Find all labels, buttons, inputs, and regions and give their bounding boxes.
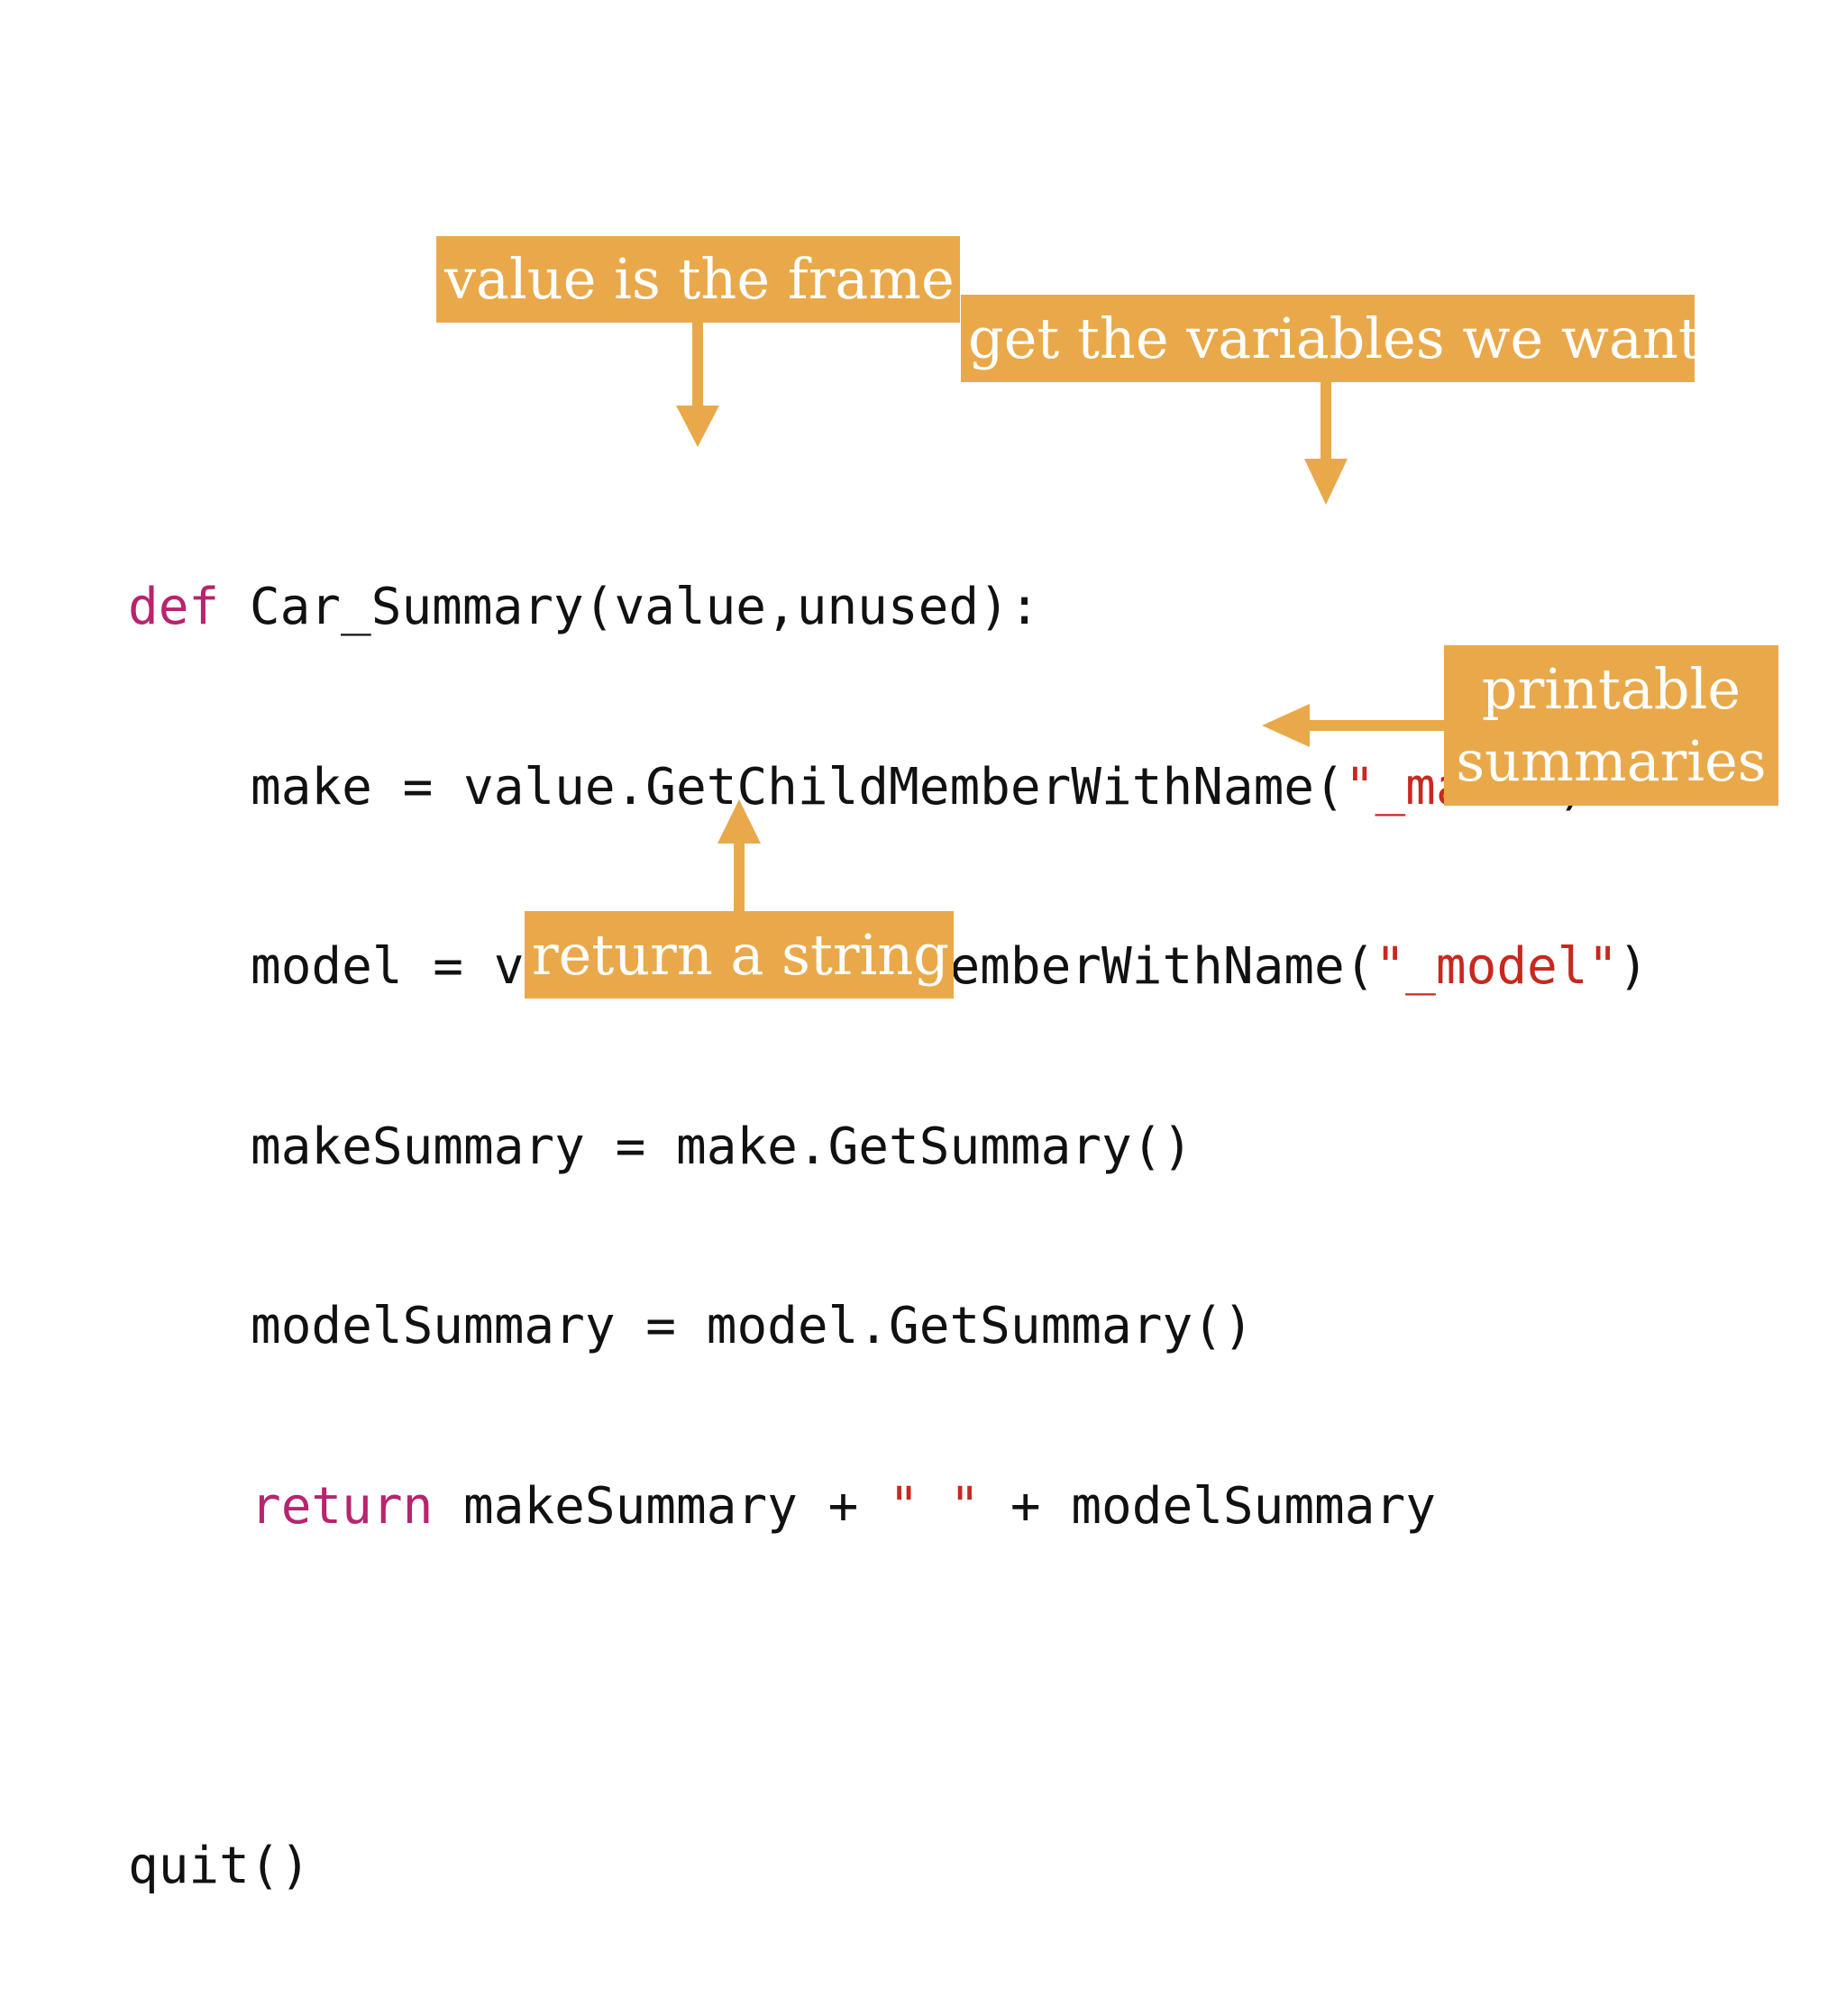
printable-arrow-head — [1262, 704, 1310, 747]
return-arrow-head — [717, 799, 761, 844]
space-string-literal: " " — [889, 1476, 981, 1536]
variables-arrow-head — [1304, 459, 1348, 505]
function-signature: Car_Summary(value,unused): — [219, 578, 1040, 636]
model-close-paren: ) — [1618, 937, 1649, 996]
code-line-def: def Car_Summary(value,unused): — [128, 578, 1649, 638]
return-arrow-shaft — [734, 838, 745, 911]
frame-arrow-head — [676, 406, 719, 447]
make-assignment: make = value.GetChildMemberWithName( — [251, 757, 1345, 816]
callout-printable-line2: summaries — [1456, 728, 1767, 794]
callout-value-is-frame: value is the frame — [436, 236, 960, 323]
callout-get-variables: get the variables we want — [961, 295, 1695, 382]
callout-printable-line1: printable — [1481, 656, 1741, 722]
keyword-return: return — [251, 1476, 434, 1536]
callout-printable-summaries: printable summaries — [1444, 645, 1778, 806]
return-expression-end: + modelSummary — [980, 1476, 1436, 1536]
annotation-arrows — [676, 323, 1444, 911]
keyword-def: def — [128, 578, 220, 636]
model-summary-assignment: modelSummary = model.GetSummary() — [251, 1297, 1254, 1355]
code-line-quit: quit() — [128, 1837, 1649, 1897]
code-line-return: return makeSummary + " " + modelSummary — [128, 1477, 1649, 1537]
quit-call: quit() — [128, 1836, 311, 1895]
code-line-blank — [128, 1656, 1649, 1717]
printable-arrow-shaft — [1305, 720, 1444, 731]
code-line-make-summary: makeSummary = make.GetSummary() — [128, 1117, 1649, 1178]
frame-arrow-shaft — [692, 323, 703, 413]
model-string-literal: "_model" — [1375, 937, 1619, 996]
variables-arrow-shaft — [1321, 382, 1331, 463]
slide: def Car_Summary(value,unused): make = va… — [128, 236, 1778, 1895]
code-line-model-summary: modelSummary = model.GetSummary() — [128, 1297, 1649, 1357]
make-summary-assignment: makeSummary = make.GetSummary() — [251, 1117, 1193, 1176]
callout-return-string: return a string — [525, 911, 954, 999]
return-expression-start: makeSummary + — [433, 1476, 890, 1536]
